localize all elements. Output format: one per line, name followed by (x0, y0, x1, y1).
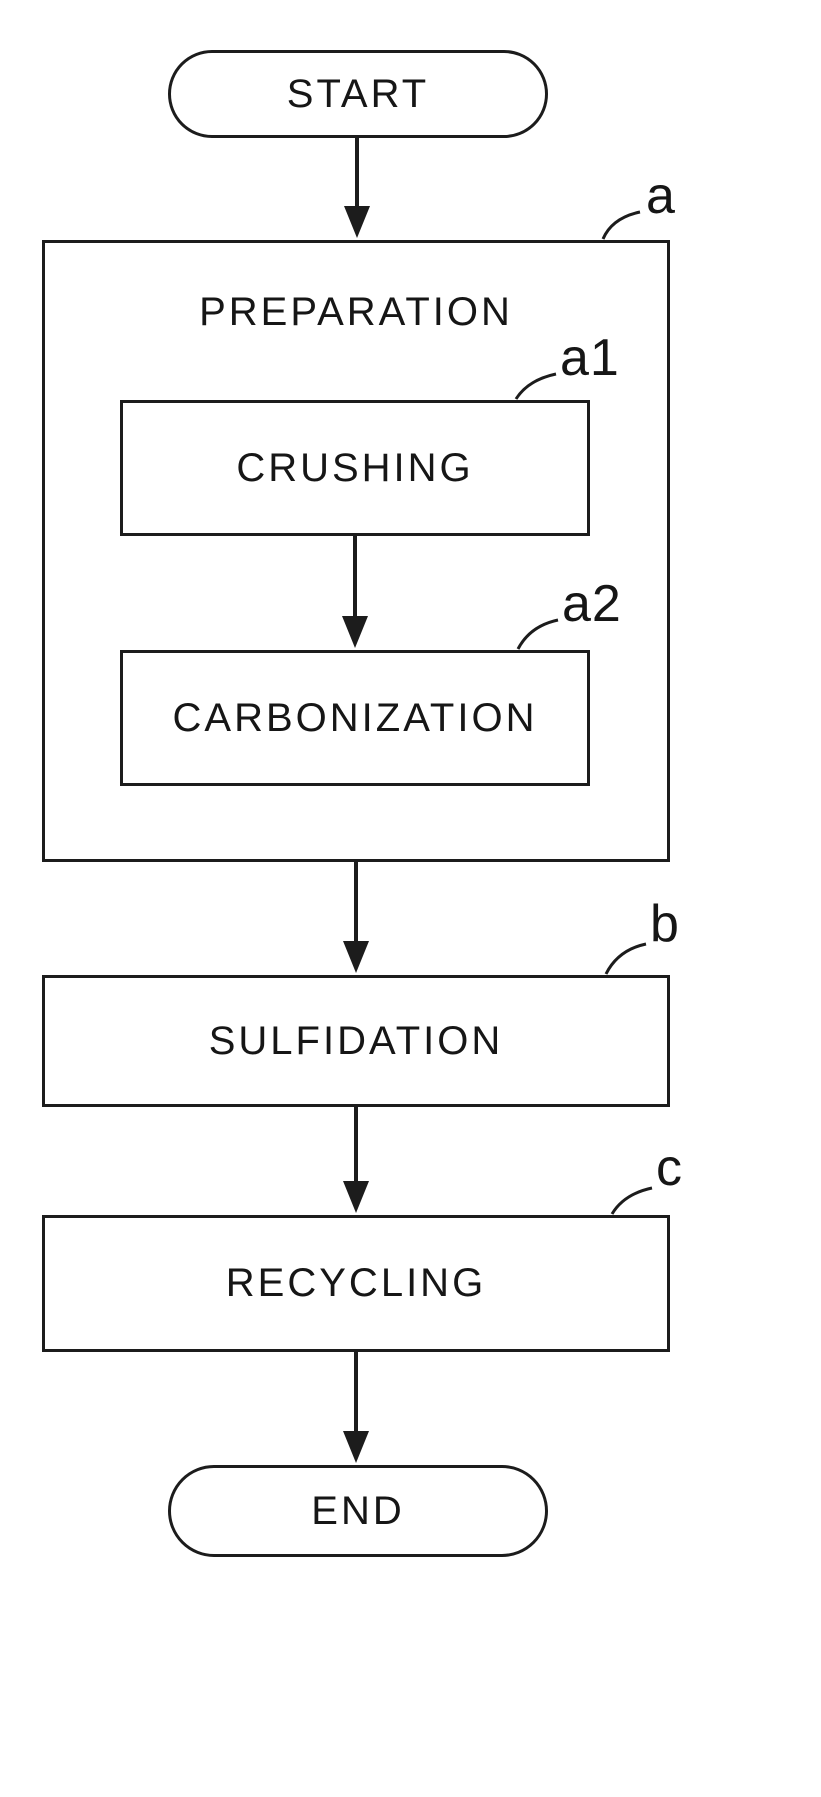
end-node: END (168, 1465, 548, 1557)
ref-label-a: a (646, 167, 676, 225)
end-label: END (311, 1488, 405, 1533)
arrow-recycling-to-end (343, 1352, 369, 1463)
arrow-sulfidation-to-recycling (343, 1107, 369, 1213)
ref-label-a2: a2 (562, 575, 622, 633)
carbonization-label: CARBONIZATION (172, 695, 538, 740)
leader-ref-b (604, 942, 647, 975)
start-label: START (286, 71, 430, 116)
recycling-node: RECYCLING (42, 1215, 670, 1352)
leader-ref-a (601, 210, 641, 240)
arrow-preparation-to-sulfidation (343, 862, 369, 973)
carbonization-node: CARBONIZATION (120, 650, 590, 786)
recycling-label: RECYCLING (225, 1261, 487, 1305)
preparation-group-title: PREPARATION (199, 290, 513, 334)
start-node: START (168, 50, 548, 138)
sulfidation-node: SULFIDATION (42, 975, 670, 1107)
ref-label-c: c (656, 1139, 683, 1197)
preparation-group-box (42, 240, 670, 862)
sulfidation-label: SULFIDATION (208, 1018, 504, 1063)
leader-ref-c (610, 1186, 653, 1215)
arrow-start-to-preparation (344, 138, 370, 238)
crushing-label: CRUSHING (236, 445, 474, 490)
ref-label-b: b (650, 895, 680, 953)
ref-label-a1: a1 (560, 329, 620, 387)
crushing-node: CRUSHING (120, 400, 590, 536)
